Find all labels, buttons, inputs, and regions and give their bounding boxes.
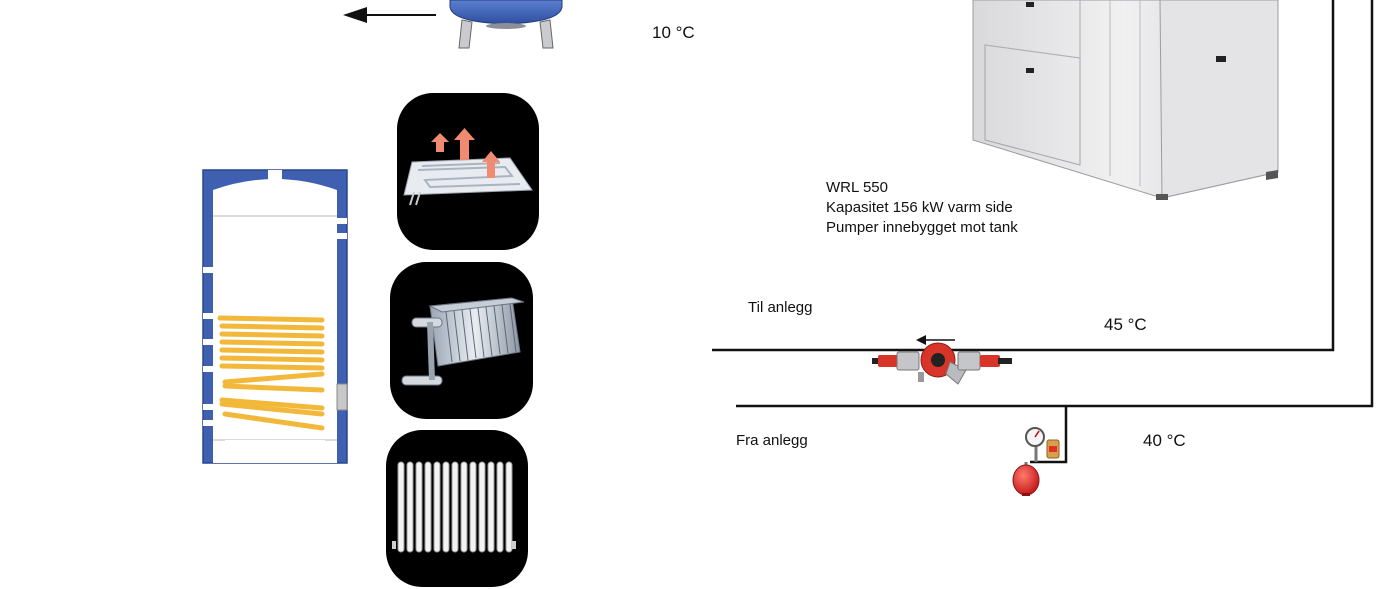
expansion-branch-pipe (1030, 406, 1068, 464)
storage-tank-icon (202, 169, 348, 464)
top-expansion-tank-icon (449, 0, 563, 49)
return-pipe (736, 0, 1374, 408)
supply-temperature-label: 45 °C (1104, 315, 1147, 334)
radiator-icon (386, 430, 528, 587)
supply-pipe-label: Til anlegg (748, 299, 813, 316)
flow-arrow-left-icon (343, 7, 436, 23)
heat-pump-capacity-label: Kapasitet 156 kW varm side (826, 199, 1013, 216)
return-pipe-label: Fra anlegg (736, 432, 808, 449)
heat-pump-pumps-label: Pumper innebygget mot tank (826, 219, 1018, 236)
safety-valve-icon (1046, 439, 1060, 459)
heat-pump-unit-icon (972, 0, 1279, 200)
circulation-pump-icon (872, 335, 1012, 385)
pressure-gauge-icon (1025, 427, 1045, 462)
heat-pump-model-label: WRL 550 (826, 179, 888, 196)
supply-pipe (712, 0, 1335, 352)
top-temperature-label: 10 °C (652, 23, 695, 42)
underfloor-heating-icon (397, 93, 539, 250)
expansion-vessel-icon (1012, 462, 1040, 496)
air-heater-coil-icon (390, 262, 533, 419)
return-temperature-label: 40 °C (1143, 431, 1186, 450)
